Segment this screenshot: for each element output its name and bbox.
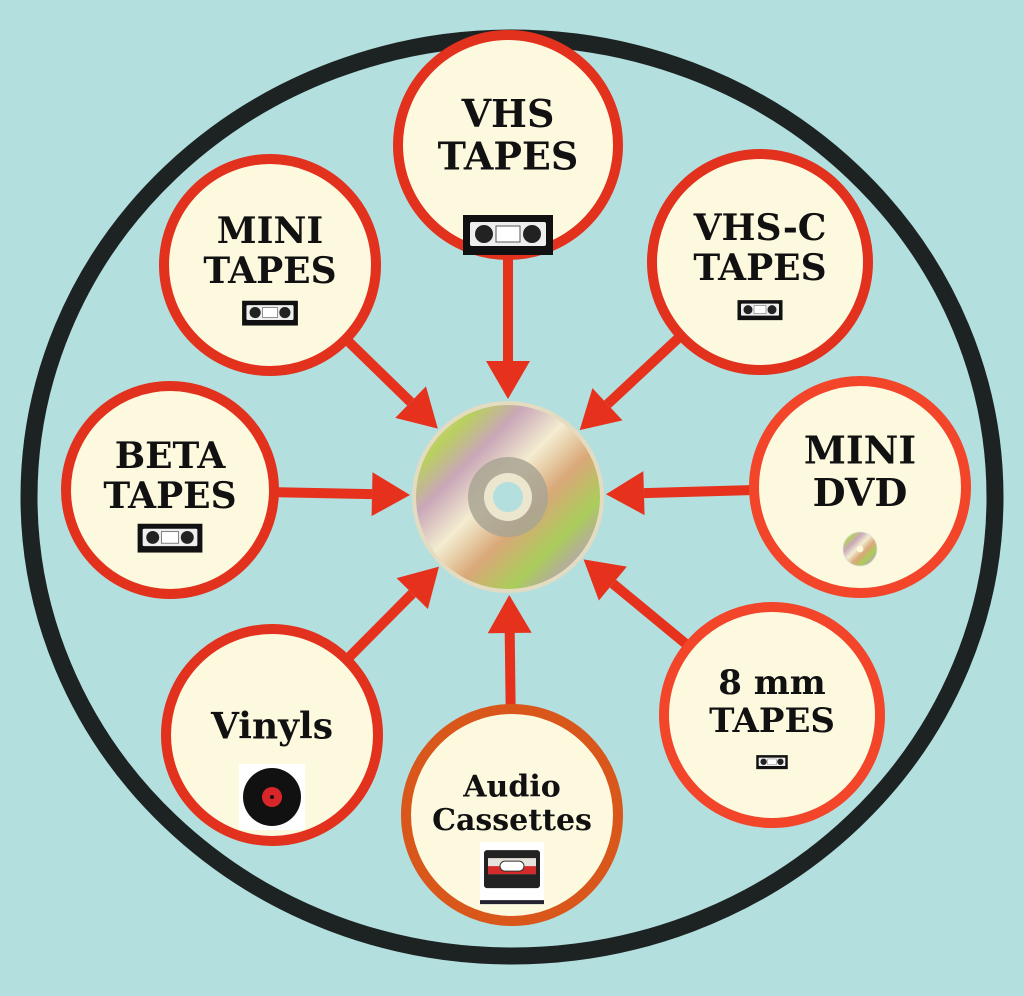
- disc-icon: [842, 531, 878, 567]
- node-label: Cassettes: [432, 803, 592, 838]
- node-label: DVD: [813, 470, 908, 515]
- node-label: TAPES: [203, 250, 336, 292]
- vhs-cassette-icon: [756, 755, 788, 770]
- node-label: 8 mm: [718, 663, 825, 703]
- vhs-cassette-icon: [242, 300, 298, 326]
- vhs-cassette-icon: [463, 215, 553, 255]
- node-label: MINI: [804, 428, 916, 473]
- arrow-vhs-c: [579, 334, 682, 431]
- node-label: TAPES: [438, 134, 579, 179]
- arrow-mini-tapes: [345, 338, 438, 429]
- arrow-audio-cassettes: [487, 594, 532, 706]
- vhs-cassette-icon: [137, 523, 203, 553]
- arrow-vinyls: [345, 566, 439, 661]
- node-vinyls: Vinyls: [161, 624, 383, 846]
- arrow-vhs: [486, 259, 530, 399]
- node-label: Audio: [462, 770, 560, 805]
- node-label: BETA: [115, 435, 227, 477]
- node-label: Vinyls: [210, 706, 333, 748]
- compact-disc-icon: [412, 401, 604, 593]
- node-label: VHS: [461, 91, 555, 136]
- node-label: TAPES: [709, 701, 835, 741]
- node-label: VHS-C: [693, 207, 827, 249]
- vhs-cassette-icon: [737, 300, 783, 321]
- arrow-mini-dvd: [605, 471, 751, 516]
- audio-cassette-icon: [480, 842, 544, 905]
- node-label: TAPES: [103, 475, 236, 517]
- node-label: TAPES: [693, 247, 826, 289]
- vinyl-record-icon: [239, 764, 305, 830]
- node-label: MINI: [217, 210, 323, 252]
- arrow-8mm: [583, 559, 689, 648]
- arrow-beta: [277, 472, 411, 517]
